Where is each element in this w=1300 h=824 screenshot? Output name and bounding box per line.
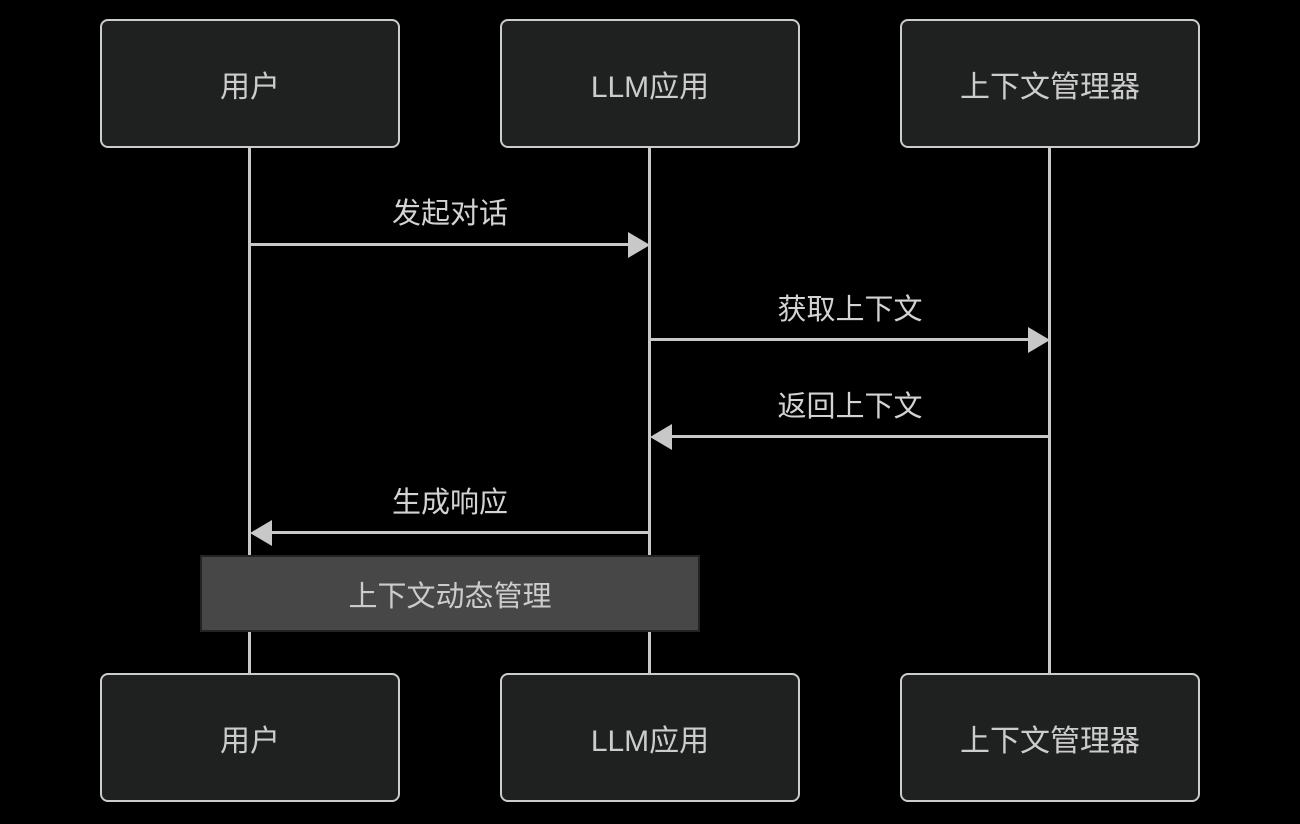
message-line bbox=[670, 435, 1050, 438]
actor-top-context-manager: 上下文管理器 bbox=[900, 19, 1200, 148]
message-label-get-context: 获取上下文 bbox=[777, 294, 923, 326]
actor-bottom-llm-app: LLM应用 bbox=[500, 673, 800, 802]
arrowhead-right-icon bbox=[628, 232, 650, 258]
actor-label: LLM应用 bbox=[590, 724, 710, 758]
message-line bbox=[250, 243, 630, 246]
actor-label: 用户 bbox=[220, 70, 280, 104]
message-line bbox=[270, 531, 650, 534]
actor-label: 上下文管理器 bbox=[960, 70, 1140, 104]
actor-bottom-context-manager: 上下文管理器 bbox=[900, 673, 1200, 802]
actor-bottom-user: 用户 bbox=[100, 673, 400, 802]
message-label-return-context: 返回上下文 bbox=[777, 391, 923, 423]
actor-label: LLM应用 bbox=[590, 70, 710, 104]
arrowhead-left-icon bbox=[250, 520, 272, 546]
actor-top-user: 用户 bbox=[100, 19, 400, 148]
note-context-dynamic-management: 上下文动态管理 bbox=[200, 555, 700, 632]
arrowhead-left-icon bbox=[650, 424, 672, 450]
lifeline-llm-app bbox=[648, 148, 651, 673]
message-label-initiate-conversation: 发起对话 bbox=[391, 198, 508, 230]
actor-top-llm-app: LLM应用 bbox=[500, 19, 800, 148]
lifeline-user bbox=[248, 148, 251, 673]
message-line bbox=[650, 338, 1030, 341]
actor-label: 用户 bbox=[220, 724, 280, 758]
actor-label: 上下文管理器 bbox=[960, 724, 1140, 758]
lifeline-context-manager bbox=[1048, 148, 1051, 673]
message-label-generate-response: 生成响应 bbox=[391, 487, 508, 519]
arrowhead-right-icon bbox=[1028, 327, 1050, 353]
note-label: 上下文动态管理 bbox=[348, 580, 552, 613]
